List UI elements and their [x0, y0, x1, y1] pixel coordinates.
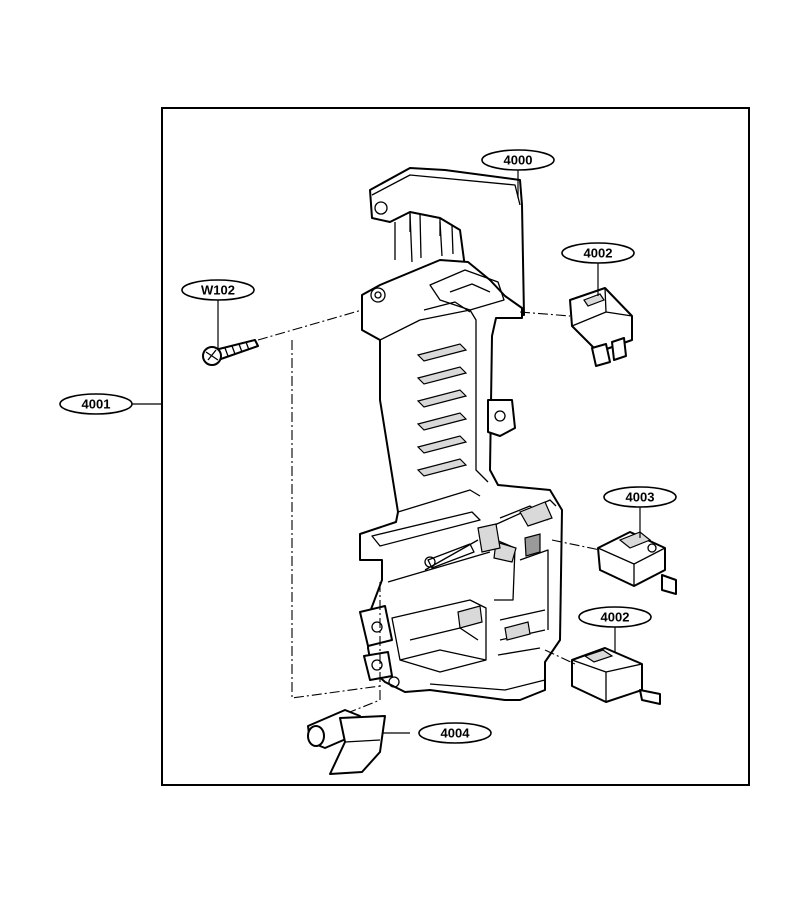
- callout-label-W102: W102: [201, 283, 235, 298]
- callout-label-4001: 4001: [82, 397, 111, 412]
- lever-part: [307, 709, 386, 775]
- callout-4003: 4003: [603, 486, 677, 508]
- callout-label-4004: 4004: [441, 726, 471, 741]
- switch-part-bottom: [571, 647, 661, 705]
- bracket-ribs: [416, 343, 468, 477]
- callout-4004: 4004: [418, 722, 492, 744]
- callout-4002-bottom: 4002: [578, 606, 652, 628]
- callout-label-4000: 4000: [504, 153, 533, 168]
- switch-part-middle: [597, 531, 677, 595]
- callout-4002-top: 4002: [561, 242, 635, 264]
- switch-part-top: [569, 287, 633, 367]
- callout-label-4003: 4003: [626, 490, 655, 505]
- callout-label-4002-bottom: 4002: [601, 610, 630, 625]
- assembly-guide-lines: [257, 309, 601, 713]
- latch-bracket-part: [359, 167, 563, 701]
- callout-label-4002-top: 4002: [584, 246, 613, 261]
- callout-4001: 4001: [59, 393, 133, 415]
- assembly-frame: [161, 107, 750, 786]
- callout-W102: W102: [181, 279, 255, 301]
- leader-lines: [132, 168, 641, 734]
- screw-part: [202, 339, 259, 366]
- callout-4000: 4000: [481, 149, 555, 171]
